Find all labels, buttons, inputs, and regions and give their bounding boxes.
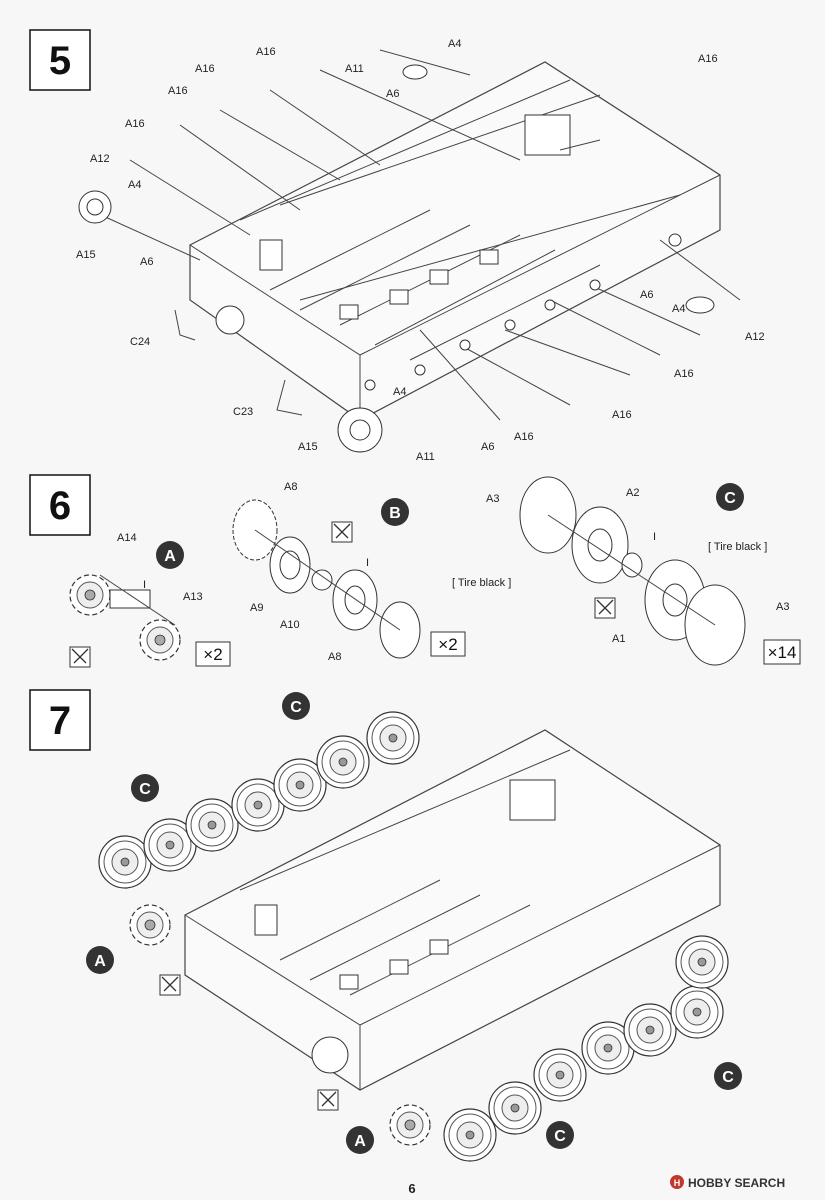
step-6: 6 A A14 I A13 ×2 B A8 I (29, 474, 801, 668)
marker-circle (714, 1062, 742, 1090)
part-label: A3 (486, 493, 499, 505)
part-label: A4 (393, 386, 406, 398)
step-6-sprocket-assembly (69, 574, 181, 668)
step-5-number: 5 (49, 39, 71, 83)
step-7: 7 (29, 689, 742, 1162)
step-7-number-box (29, 689, 91, 751)
part-label: A16 (256, 46, 276, 58)
part-label: A16 (195, 63, 215, 75)
part-label: A2 (626, 487, 639, 499)
part-label: A4 (128, 179, 141, 191)
part-label: A16 (514, 431, 534, 443)
part-label: I (143, 579, 146, 591)
watermark: H HOBBY SEARCH (670, 1175, 785, 1190)
marker-C-circle (716, 483, 744, 511)
step-6-number: 6 (49, 484, 71, 528)
step-6-roadwheel-assembly (519, 476, 746, 666)
tire-color-note: [ Tire black ] (452, 577, 511, 589)
part-label: A6 (386, 88, 399, 100)
part-label: C24 (130, 336, 150, 348)
step-5: 5 (29, 29, 765, 463)
watermark-logo-icon (670, 1175, 684, 1189)
part-label: A15 (298, 441, 318, 453)
multiplier: ×2 (438, 635, 457, 654)
part-label: A16 (674, 368, 694, 380)
step-5-hull-drawing (78, 49, 741, 453)
part-label: A6 (481, 441, 494, 453)
step-7-number: 7 (49, 699, 71, 743)
step-6-idler-assembly (232, 499, 421, 659)
marker-C: C (554, 1128, 566, 1145)
cutter-icon (159, 974, 181, 996)
marker-circle (131, 774, 159, 802)
tire-color-note: [ Tire black ] (708, 541, 767, 553)
part-label: A4 (672, 303, 685, 315)
part-label: A12 (90, 153, 110, 165)
marker-C: C (722, 1069, 734, 1086)
part-label: A8 (328, 651, 341, 663)
part-label: A14 (117, 532, 137, 544)
watermark-text: HOBBY SEARCH (688, 1176, 785, 1190)
marker-circle (546, 1121, 574, 1149)
marker-A-circle (156, 541, 184, 569)
step-6-number-box (29, 474, 91, 536)
part-label: A11 (345, 63, 364, 75)
part-label: A3 (776, 601, 789, 613)
marker-C: C (139, 781, 151, 798)
part-label: A1 (612, 633, 625, 645)
part-label: A11 (416, 451, 435, 463)
multiplier-box (195, 641, 231, 667)
part-label: A16 (168, 85, 188, 97)
marker-circle (86, 946, 114, 974)
cutter-icon (317, 1089, 339, 1111)
marker-circle (282, 692, 310, 720)
marker-A: A (94, 953, 106, 970)
page-number: 6 (408, 1181, 415, 1196)
watermark-logo-letter: H (674, 1178, 681, 1188)
part-label: A16 (125, 118, 145, 130)
part-label: I (366, 557, 369, 569)
marker-A: A (164, 548, 176, 565)
part-label: A16 (612, 409, 632, 421)
part-label: A15 (76, 249, 96, 261)
part-label: I (653, 531, 656, 543)
marker-circle (346, 1126, 374, 1154)
part-label: A13 (183, 591, 203, 603)
multiplier-box (763, 639, 801, 665)
part-label: A4 (448, 38, 461, 50)
part-label: A9 (250, 602, 263, 614)
step-7-hull-drawing (184, 729, 721, 1091)
part-label: A10 (280, 619, 300, 631)
multiplier-box (430, 631, 466, 657)
part-label: A16 (698, 53, 718, 65)
part-label: A12 (745, 331, 765, 343)
sprocket-upper (129, 904, 171, 946)
marker-C: C (290, 699, 302, 716)
multiplier: ×2 (203, 645, 222, 664)
part-label: A6 (640, 289, 653, 301)
part-label: A6 (140, 256, 153, 268)
marker-B: B (389, 505, 401, 522)
marker-A: A (354, 1133, 366, 1150)
part-label: C23 (233, 406, 253, 418)
marker-B-circle (381, 498, 409, 526)
step-5-number-box (29, 29, 91, 91)
part-label: A8 (284, 481, 297, 493)
marker-C: C (724, 490, 736, 507)
sprocket-lower (389, 1104, 431, 1146)
multiplier: ×14 (768, 643, 797, 662)
